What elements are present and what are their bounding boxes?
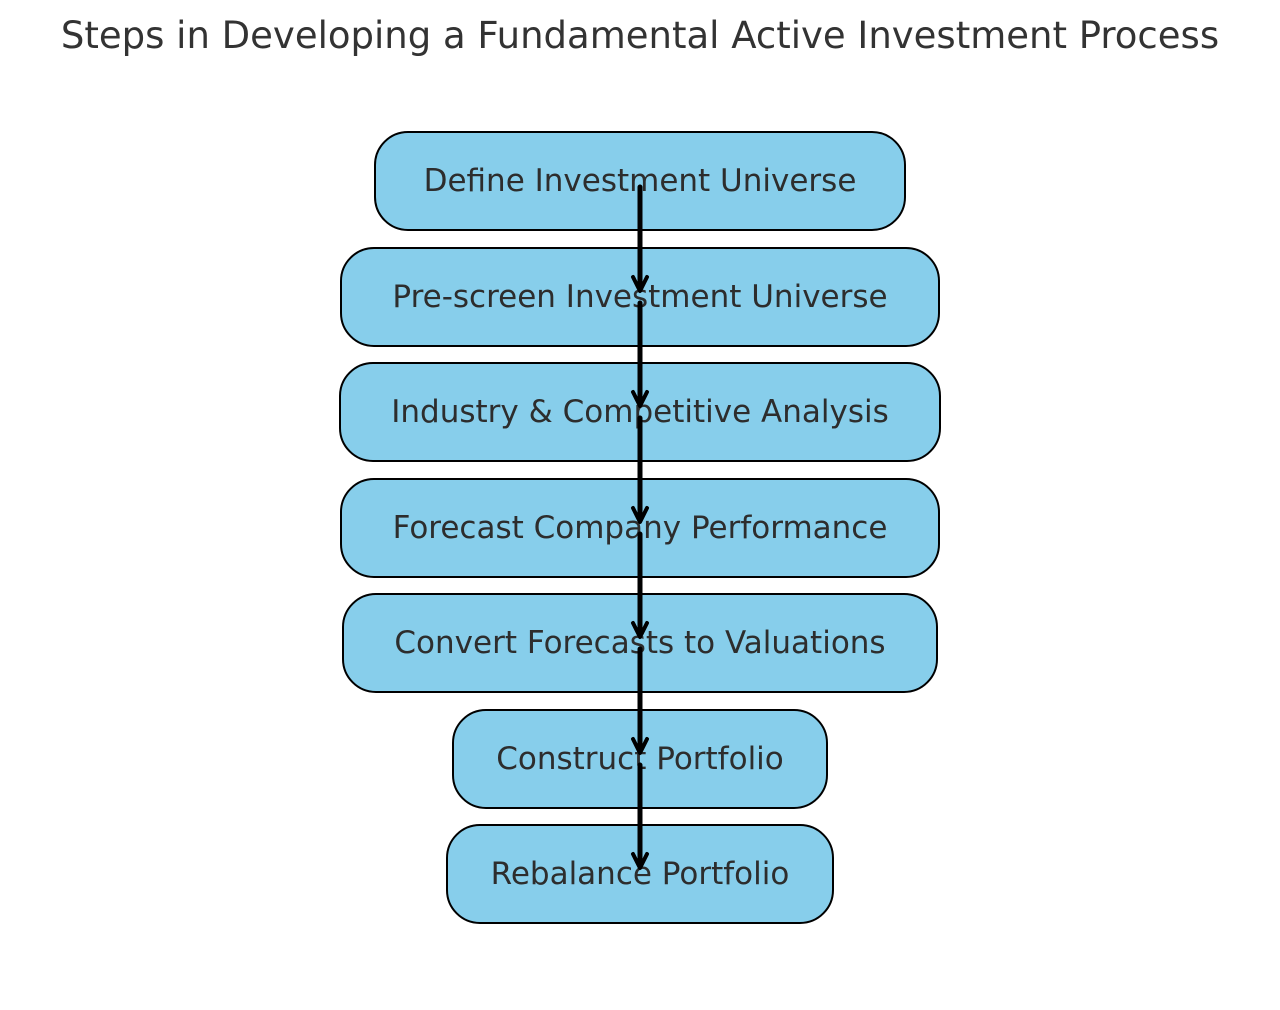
step-box-rebalance-portfolio: Rebalance Portfolio (446, 824, 834, 924)
step-box-convert-forecasts: Convert Forecasts to Valuations (342, 593, 938, 693)
step-box-construct-portfolio: Construct Portfolio (452, 709, 828, 809)
step-box-forecast-performance: Forecast Company Performance (340, 478, 940, 578)
step-label: Define Investment Universe (423, 163, 857, 199)
step-label: Pre-screen Investment Universe (392, 279, 888, 315)
step-label: Industry & Competitive Analysis (391, 394, 889, 430)
step-box-industry-analysis: Industry & Competitive Analysis (339, 362, 941, 462)
step-box-prescreen-universe: Pre-screen Investment Universe (340, 247, 940, 347)
step-label: Forecast Company Performance (392, 510, 888, 546)
step-label: Rebalance Portfolio (490, 856, 790, 892)
diagram-title: Steps in Developing a Fundamental Active… (60, 14, 1220, 57)
step-box-define-universe: Define Investment Universe (374, 131, 906, 231)
step-label: Construct Portfolio (496, 741, 784, 777)
step-label: Convert Forecasts to Valuations (394, 625, 886, 661)
